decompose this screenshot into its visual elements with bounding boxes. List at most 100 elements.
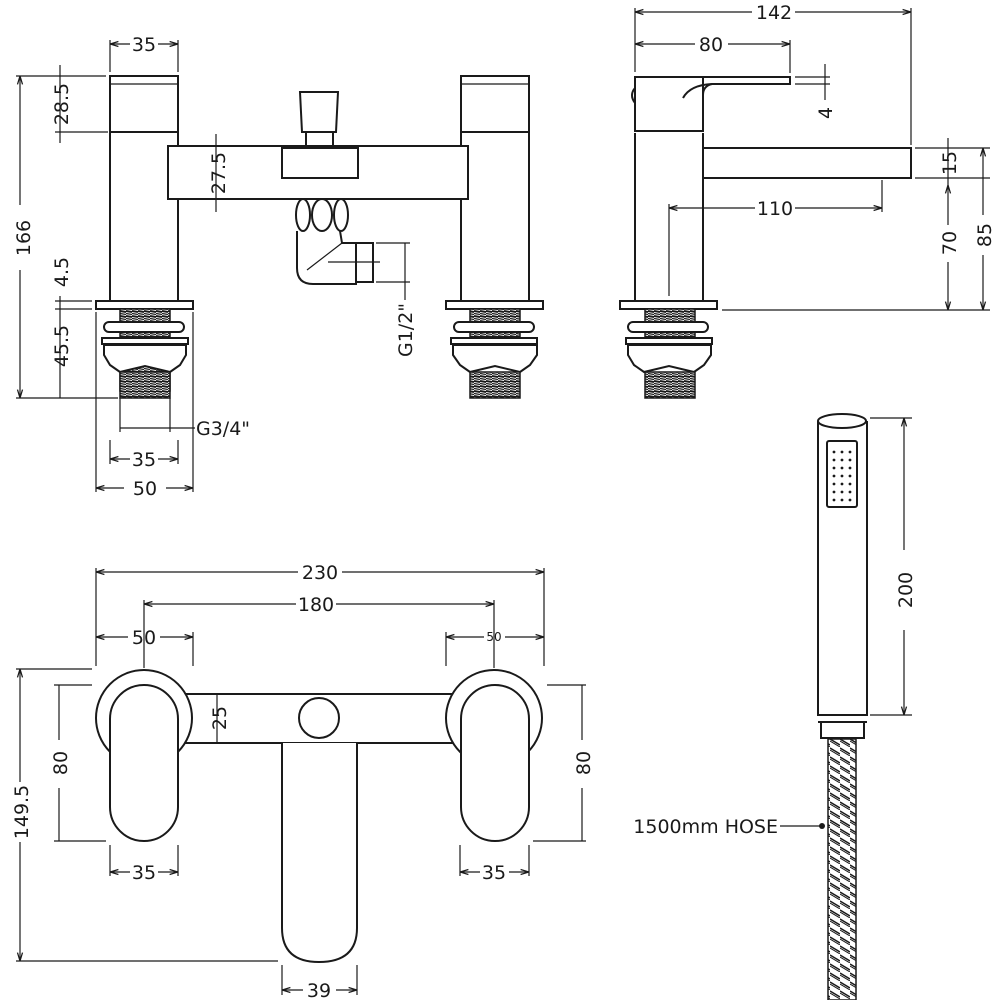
nozzle-dot xyxy=(848,458,852,462)
dim-right-rose-width: 50 xyxy=(445,630,544,666)
plan-diverter xyxy=(298,697,340,739)
nozzle-dot xyxy=(840,498,844,502)
dim-spout-reach: 110 xyxy=(668,180,883,296)
shower-hose xyxy=(827,738,857,1000)
dim-label: 50 xyxy=(133,478,157,500)
dim-overall-depth: 149.5 xyxy=(11,668,278,962)
dim-handset-length: 200 xyxy=(870,417,917,716)
dim-label: 50 xyxy=(132,627,156,649)
diverter-knob xyxy=(298,91,340,147)
handset-body xyxy=(817,421,868,716)
dim-left-rose-width: 50 xyxy=(96,627,194,666)
dim-label: 166 xyxy=(13,220,35,256)
dim-spout-clearance: 70 xyxy=(722,185,990,311)
nozzle-dot xyxy=(832,458,836,462)
dim-left-handle-length: 80 xyxy=(50,684,106,842)
nozzle-dot xyxy=(840,466,844,470)
dim-label: G1/2" xyxy=(395,303,417,357)
right-tap-base xyxy=(445,300,544,399)
plan-spout xyxy=(281,743,358,964)
nozzle-dot xyxy=(832,466,836,470)
dim-outlet-thread: G1/2" xyxy=(376,242,417,357)
right-tap-body xyxy=(460,75,530,300)
dim-total-height: 166 xyxy=(13,75,118,399)
dim-tail-width: 35 xyxy=(109,440,179,471)
dim-tail-length: 45.5 xyxy=(51,312,73,398)
front-view: 35 28.5 27.5 166 4.5 45.5 xyxy=(13,34,544,500)
nozzle-dot xyxy=(848,474,852,478)
nozzle-dot xyxy=(848,466,852,470)
nozzle-dot xyxy=(848,450,852,454)
dim-label: 28.5 xyxy=(51,83,73,125)
dim-handle-width: 35 xyxy=(109,34,179,72)
dim-label: 180 xyxy=(298,594,334,616)
dim-label: 80 xyxy=(573,751,595,775)
handset-collar xyxy=(820,721,865,739)
left-handle xyxy=(109,684,179,842)
side-tap-body xyxy=(631,76,912,300)
shower-outlet-elbow xyxy=(295,198,380,285)
dim-body-height: 27.5 xyxy=(208,134,230,212)
nozzle-dot xyxy=(840,482,844,486)
spray-face xyxy=(826,440,858,508)
dim-label: 110 xyxy=(757,198,793,220)
side-tap-base xyxy=(619,300,718,399)
nozzle-dot xyxy=(832,482,836,486)
dim-label: 85 xyxy=(974,223,996,247)
dim-label: 25 xyxy=(209,706,231,730)
handset-top xyxy=(817,413,867,429)
dim-label: 142 xyxy=(756,2,792,24)
nozzle-dot xyxy=(848,490,852,494)
dim-handle-height: 28.5 xyxy=(51,65,108,143)
dim-label: 50 xyxy=(486,630,501,644)
dim-label: 35 xyxy=(482,862,506,884)
nozzle-dot xyxy=(832,474,836,478)
nozzle-dot xyxy=(840,450,844,454)
dim-handle-gap: 4 xyxy=(795,64,837,119)
dim-label: 35 xyxy=(132,449,156,471)
dim-flange-width: 50 xyxy=(95,312,194,500)
dim-label: 27.5 xyxy=(208,152,230,194)
left-tap-body xyxy=(109,75,179,300)
dim-label: 39 xyxy=(307,980,331,1000)
spray-nozzles xyxy=(832,450,852,502)
nozzle-dot xyxy=(840,458,844,462)
dim-right-handle-width: 35 xyxy=(459,845,530,884)
dim-label: 80 xyxy=(699,34,723,56)
dim-spout-top-height: 85 xyxy=(974,148,996,310)
dim-label: 200 xyxy=(895,572,917,608)
dim-label: 230 xyxy=(302,562,338,584)
dim-left-handle-width: 35 xyxy=(109,845,179,884)
dim-label: 4.5 xyxy=(51,257,73,287)
nozzle-dot xyxy=(840,490,844,494)
nozzle-dot xyxy=(832,450,836,454)
dim-handle-length: 80 xyxy=(635,34,791,73)
hose-callout: 1500mm HOSE xyxy=(633,816,825,838)
nozzle-dot xyxy=(848,482,852,486)
dim-right-handle-length: 80 xyxy=(533,684,595,842)
shower-handset: 200 1500mm HOSE xyxy=(633,413,917,1000)
dim-flange-thickness: 4.5 xyxy=(51,257,92,312)
side-view: 142 80 4 15 110 xyxy=(619,2,996,399)
nozzle-dot xyxy=(832,498,836,502)
nozzle-dot xyxy=(840,474,844,478)
dim-total-depth: 142 xyxy=(634,2,912,145)
dim-label: 35 xyxy=(132,862,156,884)
left-tap-base xyxy=(95,300,194,399)
nozzle-dot xyxy=(848,498,852,502)
dim-label: 35 xyxy=(132,34,156,56)
dim-spout-thickness: 15 xyxy=(915,138,990,185)
right-handle xyxy=(460,684,530,842)
dim-label: G3/4" xyxy=(196,418,250,440)
dim-label: 70 xyxy=(939,231,961,255)
dim-spout-width: 39 xyxy=(281,965,358,1000)
plan-view: 230 180 50 50 25 xyxy=(11,562,595,1000)
dim-label: 80 xyxy=(50,751,72,775)
dim-overall-width: 230 xyxy=(95,562,545,666)
diverter-plate xyxy=(281,147,359,179)
hose-label: 1500mm HOSE xyxy=(633,816,778,838)
dim-label: 45.5 xyxy=(51,325,73,367)
bridge-body xyxy=(167,145,469,200)
side-spout xyxy=(702,147,912,179)
dim-bar-depth: 25 xyxy=(209,694,231,743)
